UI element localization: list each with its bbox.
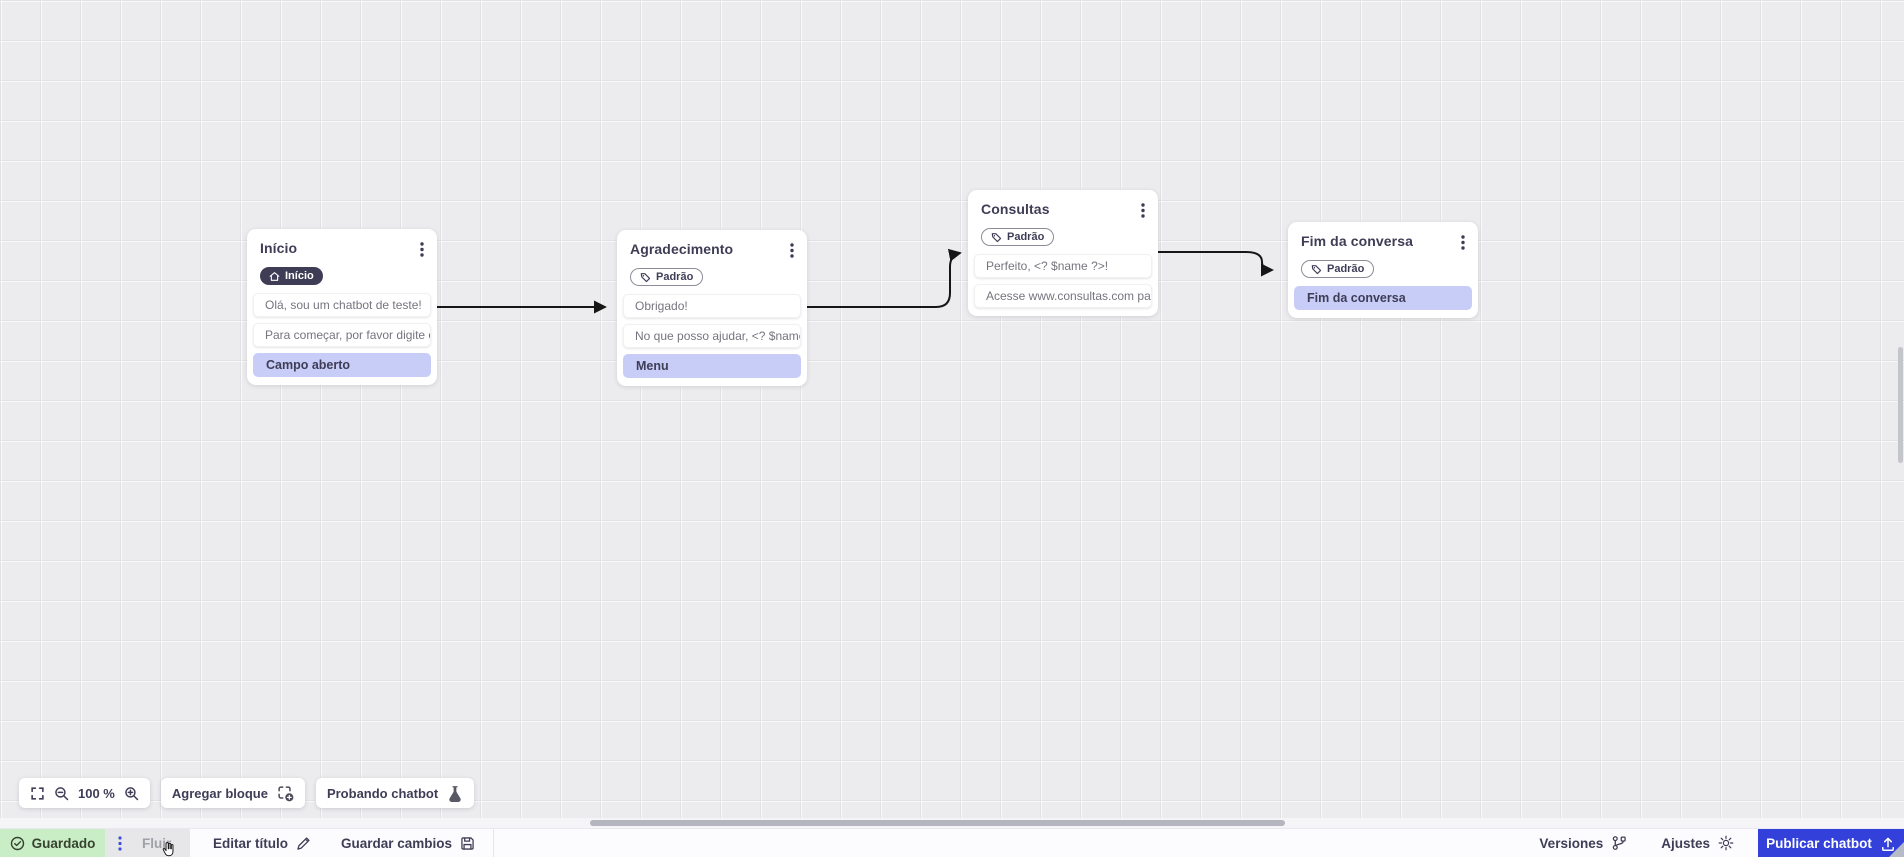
badge-label: Padrão	[1007, 231, 1044, 243]
settings-label: Ajustes	[1661, 836, 1710, 851]
vertical-scrollbar-thumb[interactable]	[1898, 347, 1903, 463]
zoom-out-icon[interactable]	[54, 786, 69, 801]
publish-chatbot-button[interactable]: Publicar chatbot	[1758, 829, 1904, 857]
node-type-badge-default: Padrão	[981, 228, 1054, 246]
settings-button[interactable]: Ajustes	[1655, 829, 1740, 857]
action-block-open-field[interactable]: Campo aberto	[253, 353, 431, 377]
drag-kebab-icon[interactable]	[118, 836, 122, 851]
message-bubble[interactable]: Olá, sou um chatbot de teste!	[253, 293, 431, 317]
node-type-badge-start: Início	[260, 267, 323, 285]
edit-title-label: Editar título	[213, 836, 288, 851]
connector-agradecimento-consultas	[807, 253, 960, 307]
pencil-icon	[296, 836, 311, 851]
action-block-end-conversation[interactable]: Fim da conversa	[1294, 286, 1472, 310]
test-chatbot-button[interactable]: Probando chatbot	[316, 778, 474, 808]
badge-label: Padrão	[1327, 263, 1364, 275]
node-menu-kebab-icon[interactable]	[1458, 233, 1468, 252]
node-menu-kebab-icon[interactable]	[787, 241, 797, 260]
publish-chatbot-label: Publicar chatbot	[1766, 836, 1872, 851]
bottom-bar: Guardado Fluir Editar título Guardar cam…	[0, 828, 1904, 857]
home-icon	[269, 271, 280, 282]
connector-consultas-fim	[1158, 252, 1272, 270]
versions-branch-icon	[1611, 835, 1627, 851]
message-bubble[interactable]: Perfeito, <? $name ?>!	[974, 254, 1152, 278]
edit-title-button[interactable]: Editar título	[207, 829, 317, 857]
save-changes-label: Guardar cambios	[341, 836, 452, 851]
fit-screen-icon[interactable]	[30, 786, 45, 801]
badge-label: Início	[285, 270, 314, 282]
node-title: Agradecimento	[630, 241, 733, 257]
saved-status-badge: Guardado	[0, 829, 105, 857]
node-title: Fim da conversa	[1301, 233, 1413, 249]
node-menu-kebab-icon[interactable]	[417, 240, 427, 259]
test-chatbot-label: Probando chatbot	[327, 786, 438, 801]
save-icon	[460, 836, 475, 851]
message-bubble[interactable]: Para começar, por favor digite o ...	[253, 323, 431, 347]
message-bubble[interactable]: Acesse www.consultas.com par...	[974, 284, 1152, 308]
tag-icon	[991, 232, 1002, 243]
zoom-in-icon[interactable]	[124, 786, 139, 801]
flow-tab-label[interactable]: Fluir	[142, 836, 171, 851]
node-header: Consultas	[968, 201, 1158, 220]
button-corner-fold	[1889, 842, 1904, 857]
canvas-toolbar: 100 % Agregar bloque Probando chatbot	[19, 778, 474, 808]
gear-icon	[1718, 835, 1734, 851]
saved-status-label: Guardado	[32, 836, 96, 851]
node-type-badge-default: Padrão	[1301, 260, 1374, 278]
node-header: Agradecimento	[617, 241, 807, 260]
zoom-controls: 100 %	[19, 778, 150, 808]
tag-icon	[640, 272, 651, 283]
add-block-icon	[277, 785, 294, 802]
versions-label: Versiones	[1539, 836, 1603, 851]
node-menu-kebab-icon[interactable]	[1138, 201, 1148, 220]
flow-node-inicio[interactable]: Início Início Olá, sou um chatbot de tes…	[247, 229, 437, 385]
node-header: Fim da conversa	[1288, 233, 1478, 252]
save-changes-button[interactable]: Guardar cambios	[335, 829, 481, 857]
node-title: Início	[260, 240, 297, 256]
tag-icon	[1311, 264, 1322, 275]
message-bubble[interactable]: No que posso ajudar, <? $name ...	[623, 324, 801, 348]
horizontal-scrollbar-track[interactable]	[0, 818, 1904, 828]
action-block-menu[interactable]: Menu	[623, 354, 801, 378]
flow-tab[interactable]: Fluir	[105, 829, 190, 857]
check-circle-icon	[10, 836, 25, 851]
flow-node-consultas[interactable]: Consultas Padrão Perfeito, <? $name ?>! …	[968, 190, 1158, 316]
horizontal-scrollbar-thumb[interactable]	[590, 820, 1285, 826]
message-bubble[interactable]: Obrigado!	[623, 294, 801, 318]
versions-button[interactable]: Versiones	[1533, 829, 1633, 857]
flask-icon	[447, 785, 463, 802]
badge-label: Padrão	[656, 271, 693, 283]
node-type-badge-default: Padrão	[630, 268, 703, 286]
flow-node-fim-da-conversa[interactable]: Fim da conversa Padrão Fim da conversa	[1288, 222, 1478, 318]
add-block-button[interactable]: Agregar bloque	[161, 778, 305, 808]
add-block-label: Agregar bloque	[172, 786, 268, 801]
node-title: Consultas	[981, 201, 1050, 217]
flow-node-agradecimento[interactable]: Agradecimento Padrão Obrigado! No que po…	[617, 230, 807, 386]
node-header: Início	[247, 240, 437, 259]
zoom-level: 100 %	[78, 786, 115, 801]
